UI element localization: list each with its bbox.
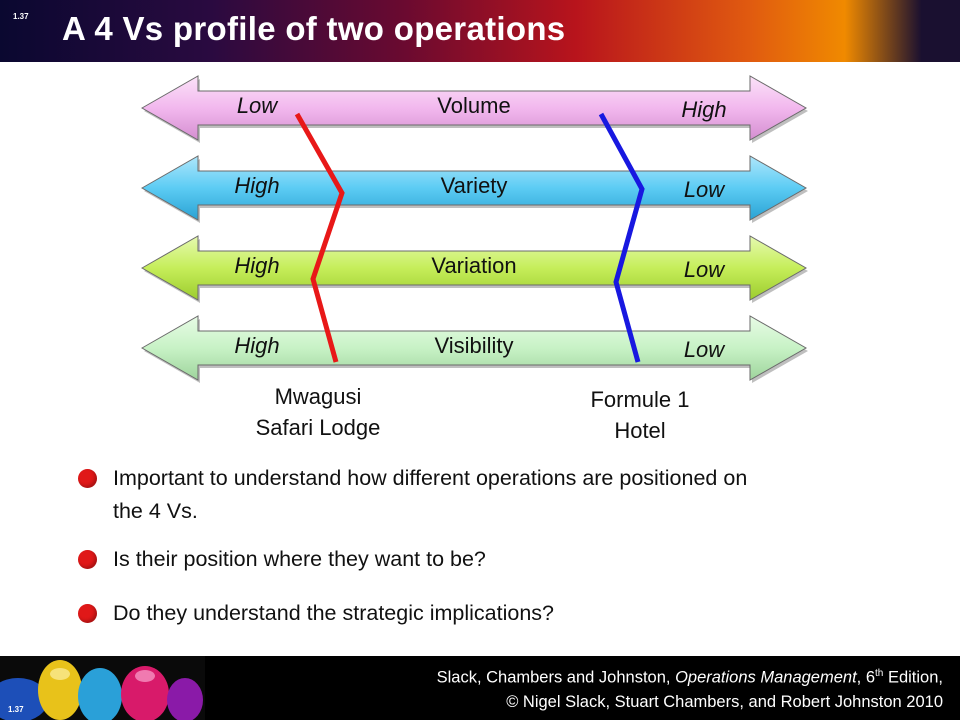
copyright: © Nigel Slack, Stuart Chambers, and Robe… <box>506 692 943 711</box>
bullet-dot-icon <box>78 604 97 623</box>
paint-splash-image: 1.37 <box>0 656 205 720</box>
variation-left-label: High <box>234 253 280 278</box>
variety-label: Variety <box>440 173 508 198</box>
variation-label: Variation <box>431 253 517 278</box>
bullet-item: Important to understand how different op… <box>78 466 768 528</box>
volume-left-label: Low <box>236 93 278 118</box>
volume-label: Volume <box>437 93 511 118</box>
variety-left-label: High <box>234 173 280 198</box>
visibility-label: Visibility <box>434 333 514 358</box>
visibility-right-label: Low <box>683 337 725 362</box>
bullet-dot-icon <box>78 469 97 488</box>
variation-arrow <box>140 235 808 301</box>
bullet-item: Is their position where they want to be? <box>78 547 768 576</box>
volume-right-label: High <box>681 97 727 122</box>
mwagusi-label: Mwagusi Safari Lodge <box>255 384 381 440</box>
slide-number-footer: 1.37 <box>8 705 24 714</box>
bullet-text: Important to understand how different op… <box>113 466 748 523</box>
title-bar: 1.37 A 4 Vs profile of two operations <box>0 0 960 62</box>
four-vs-arrows <box>140 75 808 383</box>
slide-title: A 4 Vs profile of two operations <box>62 10 566 47</box>
bullet-text: Do they understand the strategic implica… <box>113 601 554 625</box>
formule1-label: Formule 1 Hotel <box>590 387 690 443</box>
bullet-text: Is their position where they want to be? <box>113 547 486 571</box>
slide-number: 1.37 <box>13 12 29 21</box>
footer: 1.37 Slack, Chambers and Johnston, Opera… <box>0 656 960 720</box>
visibility-left-label: High <box>234 333 280 358</box>
visibility-arrow <box>140 315 808 381</box>
formule1-profile-line <box>598 112 645 363</box>
citation: Slack, Chambers and Johnston, Operations… <box>437 662 943 714</box>
variety-right-label: Low <box>683 177 725 202</box>
volume-arrow <box>140 75 808 141</box>
variation-right-label: Low <box>683 257 725 282</box>
bullet-dot-icon <box>78 550 97 569</box>
bullet-item: Do they understand the strategic implica… <box>78 601 768 630</box>
mwagusi-profile-line <box>294 112 345 363</box>
